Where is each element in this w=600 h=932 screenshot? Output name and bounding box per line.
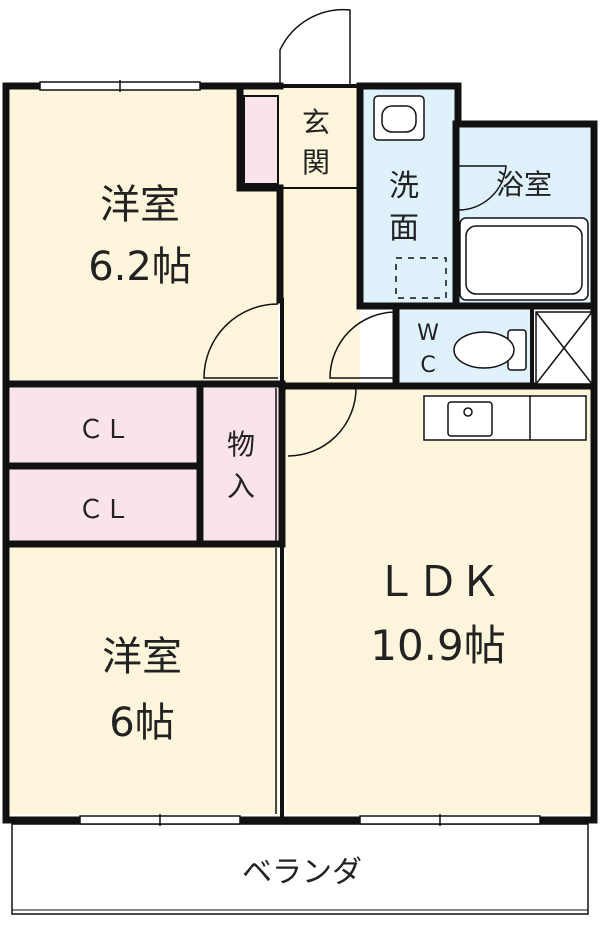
bath-door: [457, 165, 507, 211]
toilet-label-1: W: [417, 321, 439, 346]
hall-floor: [280, 188, 360, 388]
closet-top-floor: [10, 388, 200, 464]
washroom-door: [329, 311, 397, 379]
entrance-left-wall: [236, 82, 284, 304]
shoe-cabinet: [243, 95, 279, 185]
storage-label-1: 物: [227, 428, 255, 461]
labels: 洋室 6.2帖 ＣＬ ＣＬ 物 入 玄 関 洗 面 浴室 W C ＬＤＫ 10.…: [78, 106, 552, 890]
ldk-floor: [286, 388, 590, 814]
western-top-floor: [10, 88, 278, 380]
veranda-label: ベランダ: [242, 855, 362, 890]
outer-wall: [2, 82, 598, 824]
toilet-bowl: [453, 331, 515, 369]
closet-top-label: ＣＬ: [78, 415, 130, 445]
floors: [10, 88, 590, 915]
western-bottom-floor: [10, 546, 278, 814]
ldk-door: [287, 387, 357, 457]
toilet-label-2: C: [420, 353, 435, 378]
closet-bottom-floor: [10, 468, 200, 542]
western-bottom-name: 洋室: [102, 634, 182, 680]
western-top-door: [203, 303, 279, 379]
storage-floor: [204, 388, 278, 542]
washing-machine-space: [395, 257, 447, 299]
washroom-label-2: 面: [389, 211, 419, 246]
windows: [39, 80, 541, 826]
entrance-label-1: 玄: [302, 106, 330, 139]
western-top-size: 6.2帖: [88, 244, 192, 290]
fixtures: [373, 95, 593, 441]
window-bottom-ldk: [359, 815, 541, 825]
entrance-label-2: 関: [302, 146, 330, 179]
doors: [203, 8, 507, 814]
storage-label-2: 入: [227, 470, 255, 503]
washroom-label-1: 洗: [389, 169, 419, 204]
western-bottom-size: 6帖: [109, 700, 174, 746]
closet-bottom-label: ＣＬ: [78, 495, 130, 525]
front-door: [279, 8, 351, 86]
kitchen-sink: [447, 401, 493, 437]
veranda-floor: [11, 823, 589, 915]
bathroom-label: 浴室: [496, 168, 552, 201]
ldk-size: 10.9帖: [370, 621, 506, 670]
ldk-name: ＬＤＫ: [375, 557, 501, 606]
walls: [2, 82, 598, 824]
western-top-name: 洋室: [100, 182, 180, 228]
